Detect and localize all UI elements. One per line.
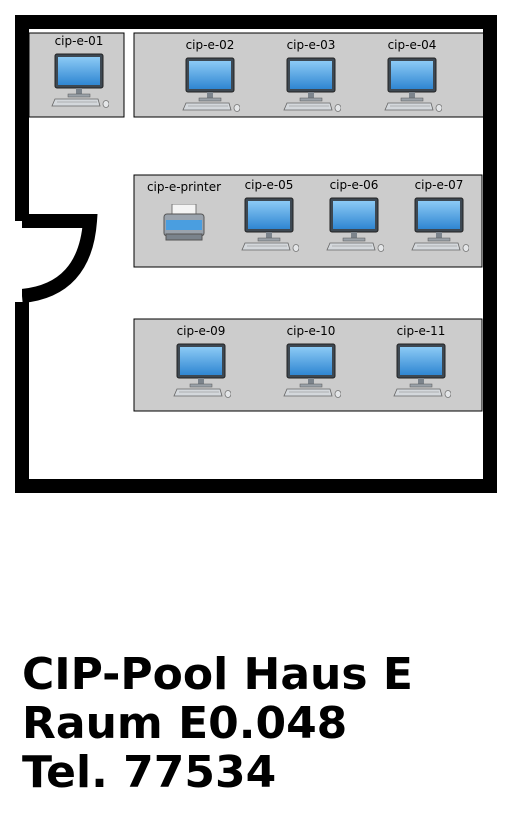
workstation-label: cip-e-01 — [54, 34, 104, 48]
computer-icon — [283, 343, 341, 398]
workstation-cip-e-03[interactable]: cip-e-03 — [271, 38, 351, 122]
workstation-label: cip-e-02 — [185, 38, 235, 52]
phone-number: Tel. 77534 — [22, 747, 277, 798]
printer-cip-e-printer[interactable]: cip-e-printer — [134, 180, 234, 264]
room-number: Raum E0.048 — [22, 698, 348, 749]
door-opening — [10, 228, 22, 296]
workstation-cip-e-05[interactable]: cip-e-05 — [229, 178, 309, 262]
workstation-cip-e-07[interactable]: cip-e-07 — [399, 178, 479, 262]
computer-icon — [393, 343, 451, 398]
workstation-label: cip-e-10 — [286, 324, 336, 338]
printer-label: cip-e-printer — [146, 180, 222, 194]
printer-icon — [163, 204, 205, 241]
room-info: CIP-Pool Haus E Raum E0.048 Tel. 77534 — [22, 650, 413, 797]
room-wall — [15, 15, 497, 493]
computer-icon — [283, 57, 341, 112]
workstation-cip-e-11[interactable]: cip-e-11 — [381, 324, 461, 408]
workstation-cip-e-02[interactable]: cip-e-02 — [170, 38, 250, 122]
workstation-label: cip-e-11 — [396, 324, 446, 338]
workstation-cip-e-06[interactable]: cip-e-06 — [314, 178, 394, 262]
workstation-cip-e-10[interactable]: cip-e-10 — [271, 324, 351, 408]
workstation-cip-e-04[interactable]: cip-e-04 — [372, 38, 452, 122]
workstation-cip-e-01[interactable]: cip-e-01 — [39, 34, 119, 118]
computer-icon — [173, 343, 231, 398]
workstation-label: cip-e-04 — [387, 38, 437, 52]
computer-icon — [241, 197, 299, 252]
workstation-label: cip-e-03 — [286, 38, 336, 52]
computer-icon — [51, 53, 109, 108]
computer-icon — [384, 57, 442, 112]
workstation-label: cip-e-09 — [176, 324, 226, 338]
computer-icon — [182, 57, 240, 112]
workstation-label: cip-e-07 — [414, 178, 464, 192]
workstation-cip-e-09[interactable]: cip-e-09 — [161, 324, 241, 408]
workstation-label: cip-e-05 — [244, 178, 294, 192]
pool-title: CIP-Pool Haus E — [22, 649, 413, 700]
computer-icon — [326, 197, 384, 252]
workstation-label: cip-e-06 — [329, 178, 379, 192]
computer-icon — [411, 197, 469, 252]
